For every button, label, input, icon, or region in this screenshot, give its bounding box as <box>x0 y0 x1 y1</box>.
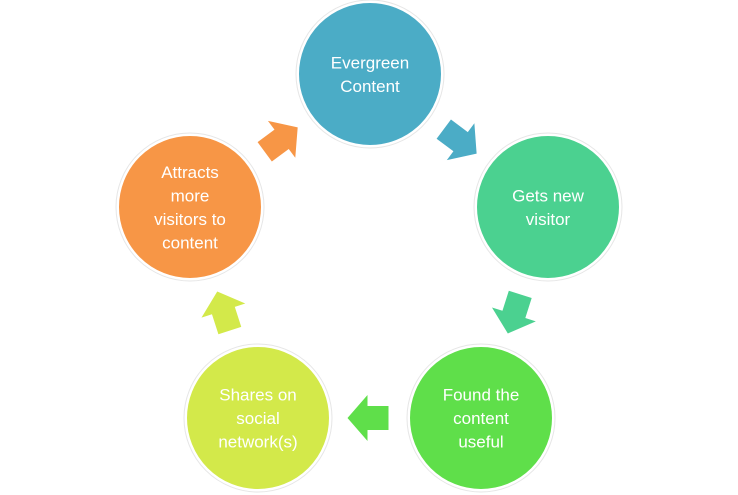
node-circle <box>185 345 331 491</box>
node-outline <box>295 0 445 149</box>
node-outline <box>183 343 333 493</box>
arrow-attracts-to-evergreen <box>257 120 298 162</box>
node-circle <box>117 134 263 280</box>
node-label-line: social <box>236 409 279 428</box>
node-circle <box>408 345 554 491</box>
arrow-icon <box>257 120 298 162</box>
node-label: Found the content useful <box>443 386 520 452</box>
arrow-icon <box>347 395 389 441</box>
node-label-line: network(s) <box>218 433 297 452</box>
node-label-line: more <box>171 186 210 205</box>
arrow-shares-to-attracts <box>201 291 246 335</box>
node-label-line: Evergreen <box>331 53 409 72</box>
node-outline <box>473 132 623 282</box>
node-useful: Found the content useful <box>406 343 556 493</box>
node-label-line: visitors to <box>154 210 226 229</box>
node-label-line: Shares on <box>219 386 297 405</box>
node-shares: Shares on social network(s) <box>183 343 333 493</box>
node-attracts: Attracts more visitors to content <box>115 132 265 282</box>
node-circle <box>475 134 621 280</box>
node-label-line: visitor <box>526 210 571 229</box>
node-label-line: Found the <box>443 386 520 405</box>
node-label-line: content <box>162 233 218 252</box>
node-label-line: content <box>453 409 509 428</box>
arrow-evergreen-to-new-visitor <box>436 119 477 161</box>
node-circle <box>297 1 443 147</box>
arrow-icon <box>201 291 246 335</box>
node-outline <box>406 343 556 493</box>
node-label-line: Attracts <box>161 163 219 182</box>
node-label-line: Gets new <box>512 186 585 205</box>
node-label-line: Content <box>340 77 400 96</box>
arrow-icon <box>436 119 477 161</box>
node-label: Attracts more visitors to content <box>154 163 226 253</box>
node-label: Shares on social network(s) <box>218 386 297 452</box>
node-outline <box>115 132 265 282</box>
node-label-line: useful <box>458 433 503 452</box>
arrow-icon <box>491 290 536 334</box>
arrow-useful-to-shares <box>347 395 389 441</box>
arrow-new-visitor-to-useful <box>491 290 536 334</box>
node-new-visitor: Gets new visitor <box>473 132 623 282</box>
node-label: Gets new visitor <box>512 186 585 229</box>
